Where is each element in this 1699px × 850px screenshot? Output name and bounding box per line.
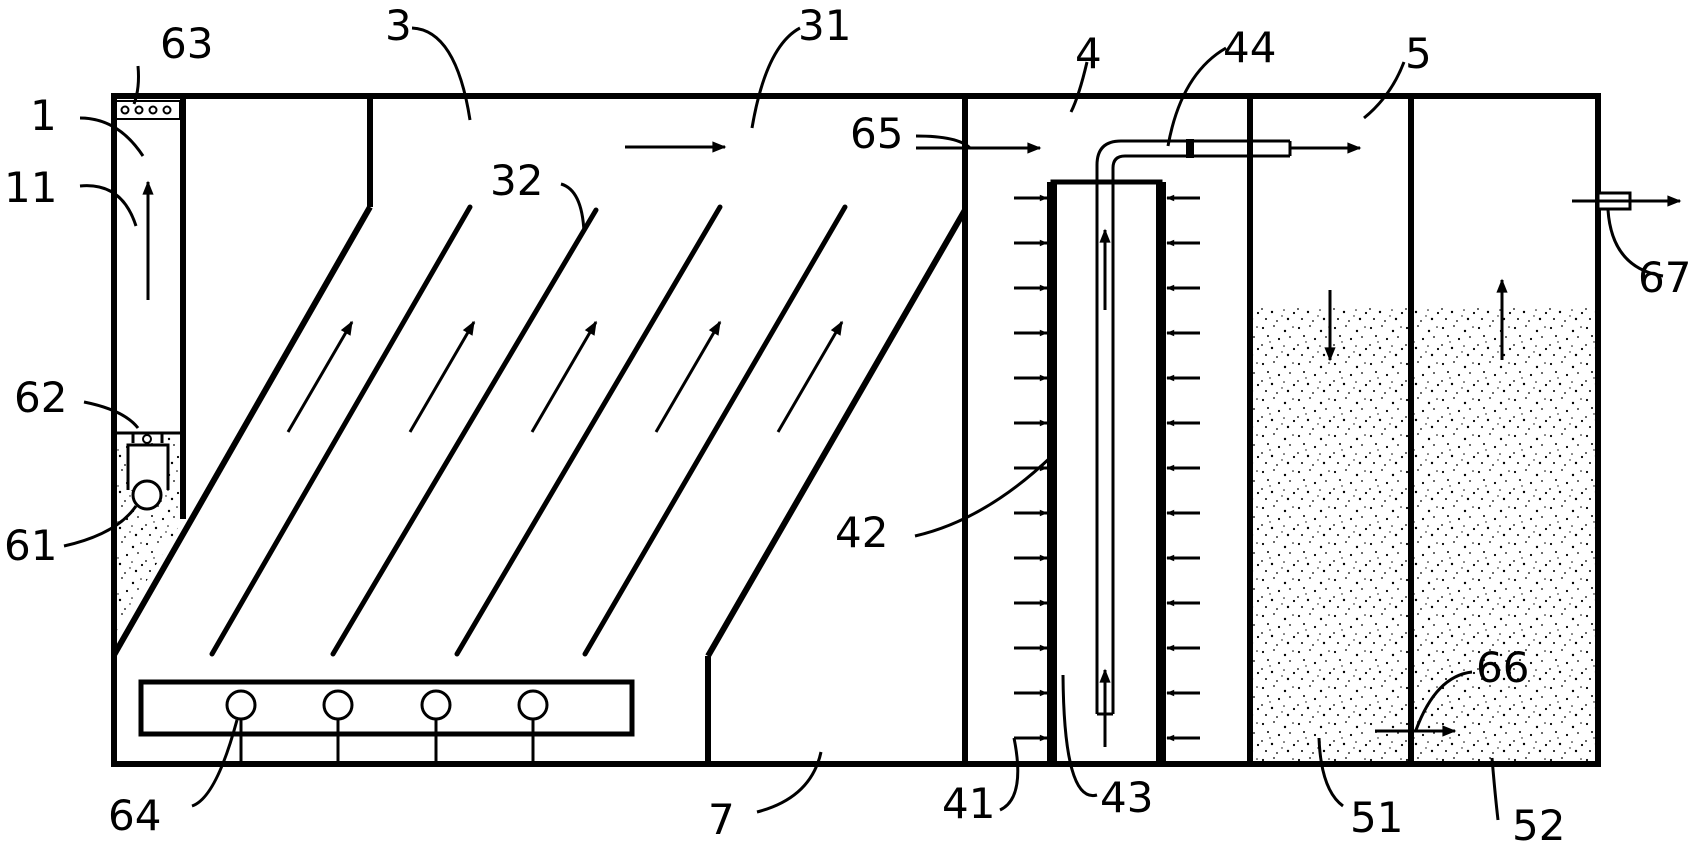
leader-lines	[63, 26, 1664, 821]
label-43: 43	[1100, 773, 1153, 822]
valve-62	[142, 434, 152, 444]
flow-arrow-incline	[654, 320, 722, 433]
label-7: 7	[708, 795, 735, 844]
label-61: 61	[4, 521, 57, 570]
label-3: 3	[385, 1, 412, 50]
label-41: 41	[942, 779, 995, 828]
flow-arrow-incline	[408, 320, 476, 433]
label-4: 4	[1075, 29, 1102, 78]
flow-arrow-incline	[530, 320, 598, 433]
label-67: 67	[1638, 253, 1691, 302]
diffuser	[517, 689, 549, 721]
label-52: 52	[1512, 801, 1565, 850]
inclined-plate	[582, 204, 848, 657]
filter-media-52	[1413, 307, 1595, 764]
outlet-baffle-slant	[705, 208, 968, 658]
label-44: 44	[1223, 23, 1276, 72]
inclined-plate	[330, 207, 599, 657]
permeate-pipe-outer	[1095, 139, 1290, 714]
aeration-header-64	[138, 679, 635, 737]
filter-media-51	[1253, 307, 1410, 764]
nozzle-63-c	[148, 105, 158, 115]
diffuser	[420, 689, 452, 721]
header-63	[115, 100, 181, 120]
inclined-plate	[454, 204, 723, 657]
nozzle-63-a	[120, 105, 130, 115]
label-65: 65	[850, 109, 903, 158]
flow-arrow-incline	[286, 320, 354, 433]
label-5: 5	[1405, 29, 1432, 78]
label-42: 42	[835, 508, 888, 557]
pump-61	[131, 479, 163, 511]
inlet-baffle-slant	[111, 205, 373, 657]
label-31: 31	[798, 1, 851, 50]
label-11: 11	[4, 163, 57, 212]
label-32: 32	[490, 156, 543, 205]
inclined-plate	[209, 204, 473, 657]
flow-arrow-incline	[776, 320, 844, 433]
label-66: 66	[1476, 643, 1529, 692]
label-1: 1	[30, 91, 57, 140]
membrane-arrows-right	[1166, 194, 1200, 742]
label-63: 63	[160, 19, 213, 68]
permeate-pipe-inner	[1111, 154, 1290, 714]
nozzle-63-d	[162, 105, 172, 115]
membrane-arrows-left	[1014, 194, 1048, 742]
diffuser	[225, 689, 257, 721]
nozzle-63-b	[134, 105, 144, 115]
diffuser	[322, 689, 354, 721]
label-64: 64	[108, 791, 161, 840]
label-51: 51	[1350, 793, 1403, 842]
label-62: 62	[14, 373, 67, 422]
outer-tank	[111, 93, 1601, 767]
